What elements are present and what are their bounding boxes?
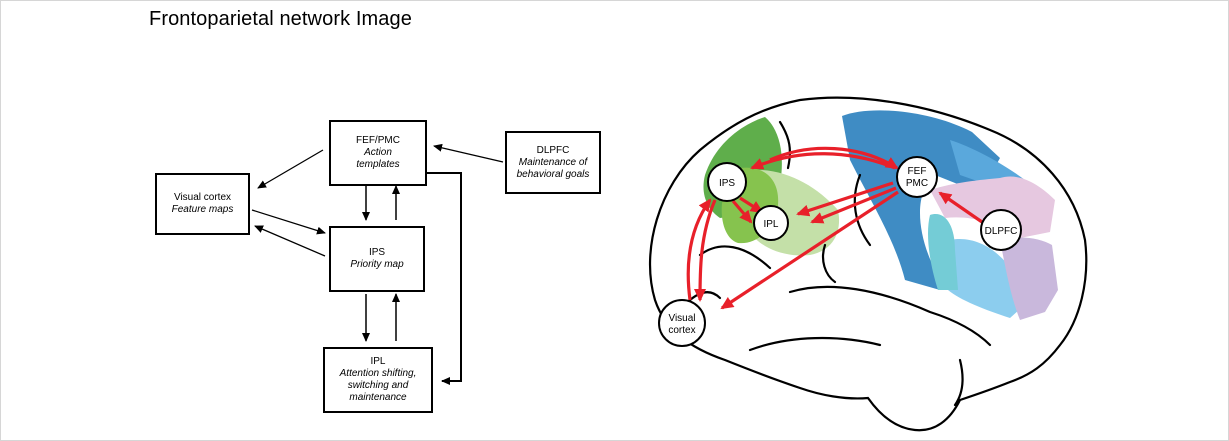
- arrow-fef-to-ipl-brain: [796, 181, 894, 217]
- arrow-dlpfc-to-fef-brain: [938, 191, 983, 224]
- node-dlpfc: DLPFC: [980, 209, 1022, 251]
- arrow-fef-to-ips-brain: [750, 152, 896, 170]
- region-frontal-light-blue: [948, 239, 1030, 318]
- box-dlpfc-title: DLPFC: [536, 144, 570, 156]
- box-ipl-line: switching and: [347, 380, 409, 391]
- arrow-fef-to-visual-brain: [720, 190, 899, 310]
- brain-outline: [648, 96, 1088, 432]
- box-visual-cortex-title: Visual cortex: [173, 192, 232, 203]
- arrow-visual-to-ips-brain: [686, 198, 712, 301]
- box-ipl-line: maintenance: [349, 392, 407, 403]
- box-ips-title: IPS: [368, 247, 386, 258]
- box-fef-pmc: FEF/PMC Action templates: [329, 120, 427, 186]
- page-title: Frontoparietal network Image: [149, 8, 412, 30]
- node-pmc-label: PMC: [906, 178, 928, 189]
- node-fef-label: FEF: [908, 166, 927, 177]
- arrow-ips-to-fef-brain: [769, 146, 899, 170]
- box-ipl-title: IPL: [370, 356, 386, 367]
- box-dlpfc-line: behavioral goals: [516, 168, 590, 180]
- box-fef-pmc-line: templates: [356, 159, 400, 170]
- region-frontal-cyan: [927, 214, 958, 290]
- arrow-ips-to-ipl-brain: [739, 196, 764, 214]
- box-ipl-line: Attention shifting,: [339, 368, 417, 379]
- node-ipl: IPL: [753, 205, 789, 241]
- box-fef-pmc-line: Action: [364, 147, 392, 158]
- box-dlpfc-line: Maintenance of: [518, 156, 588, 168]
- box-visual-cortex: Visual cortex Feature maps: [155, 173, 250, 235]
- arrow-dlpfc-to-fef: [433, 143, 504, 163]
- arrow-fef-to-visual: [257, 149, 324, 189]
- box-ips-line: Priority map: [350, 259, 404, 270]
- node-fef-pmc: FEF PMC: [896, 156, 938, 198]
- region-frontal-pink: [930, 176, 1055, 238]
- node-visual-cortex: Visual cortex: [658, 299, 706, 347]
- region-frontal-lavender: [1000, 237, 1058, 320]
- node-ips: IPS: [707, 162, 747, 202]
- box-ips: IPS Priority map: [329, 226, 425, 292]
- box-visual-cortex-line: Feature maps: [171, 204, 234, 215]
- arrow-ips-to-visual: [254, 225, 326, 257]
- box-dlpfc: DLPFC Maintenance of behavioral goals: [505, 131, 601, 194]
- brain-arrows: [686, 146, 983, 310]
- arrow-ips-to-ipl-brain-2: [731, 199, 753, 224]
- node-dlpfc-label: DLPFC: [985, 226, 1018, 237]
- node-ipl-label: IPL: [763, 219, 778, 230]
- node-visual-label: Visual: [668, 313, 695, 324]
- box-ipl: IPL Attention shifting, switching and ma…: [323, 347, 433, 413]
- brain-nodes: IPS IPL FEF PMC DLPFC Visual cortex: [658, 156, 1022, 347]
- arrow-fef-to-ipl-brain-2: [810, 186, 897, 224]
- box-fef-pmc-title: FEF/PMC: [356, 135, 400, 146]
- node-cortex-label: cortex: [668, 325, 695, 336]
- arrow-fef-to-ipl: [426, 172, 462, 385]
- node-ips-label: IPS: [719, 178, 735, 189]
- arrow-visual-to-ips: [251, 209, 326, 235]
